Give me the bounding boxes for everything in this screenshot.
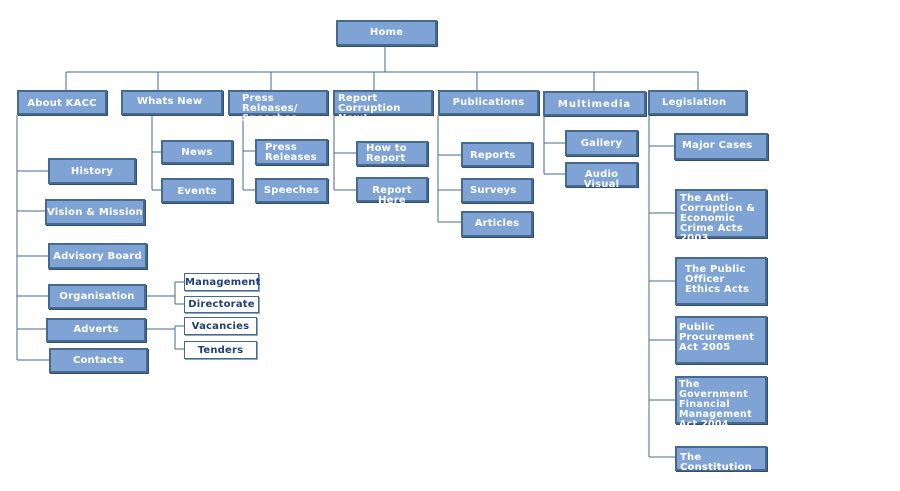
node-advisory-board[interactable]: Advisory Board bbox=[48, 243, 147, 269]
node-tenders[interactable]: Tenders bbox=[184, 341, 257, 359]
node-government-financial-act[interactable]: The Government Financial Management Act … bbox=[675, 376, 767, 430]
node-speeches[interactable]: Speeches bbox=[255, 178, 328, 203]
node-about-kacc[interactable]: About KACC bbox=[17, 90, 107, 115]
node-home[interactable]: Home bbox=[336, 20, 437, 46]
node-history[interactable]: History bbox=[48, 158, 136, 184]
node-management[interactable]: Management bbox=[184, 273, 260, 291]
node-public-officer-ethics-act[interactable]: The Public Officer Ethics Acts bbox=[675, 257, 767, 305]
node-multimedia[interactable]: Multimedia bbox=[543, 91, 646, 116]
node-major-cases[interactable]: Major Cases bbox=[674, 133, 768, 160]
node-reports[interactable]: Reports bbox=[461, 142, 533, 167]
node-directorate[interactable]: Directorate bbox=[184, 296, 259, 313]
node-vacancies[interactable]: Vacancies bbox=[184, 317, 257, 335]
node-how-to-report[interactable]: How to Report bbox=[356, 141, 428, 166]
node-publications[interactable]: Publications bbox=[438, 90, 539, 115]
node-public-procurement-act[interactable]: Public Procurement Act 2005 bbox=[675, 316, 767, 364]
node-news[interactable]: News bbox=[161, 140, 233, 164]
node-audio-visual[interactable]: Audio Visual bbox=[565, 162, 638, 190]
node-anti-corruption-act[interactable]: The Anti-Corruption & Economic Crime Act… bbox=[675, 189, 767, 244]
node-organisation[interactable]: Organisation bbox=[48, 284, 146, 309]
node-report-corruption[interactable]: Report Corruption Now! bbox=[333, 90, 433, 124]
node-report-here[interactable]: Report Here bbox=[356, 177, 428, 206]
node-vision-mission[interactable]: Vision & Mission bbox=[45, 199, 145, 225]
node-events[interactable]: Events bbox=[161, 178, 233, 203]
node-contacts[interactable]: Contacts bbox=[49, 348, 148, 373]
node-whats-new[interactable]: Whats New bbox=[121, 90, 223, 115]
node-gallery[interactable]: Gallery bbox=[565, 130, 638, 156]
node-the-constitution[interactable]: The Constitution bbox=[675, 446, 767, 473]
node-adverts[interactable]: Adverts bbox=[46, 318, 146, 342]
node-legislation[interactable]: Legislation bbox=[648, 90, 747, 115]
node-press-releases[interactable]: Press Releases/ Speeches bbox=[228, 90, 328, 124]
node-articles[interactable]: Articles bbox=[461, 211, 533, 237]
node-press-releases-sub[interactable]: Press Releases bbox=[255, 139, 328, 165]
node-surveys[interactable]: Surveys bbox=[461, 178, 533, 203]
